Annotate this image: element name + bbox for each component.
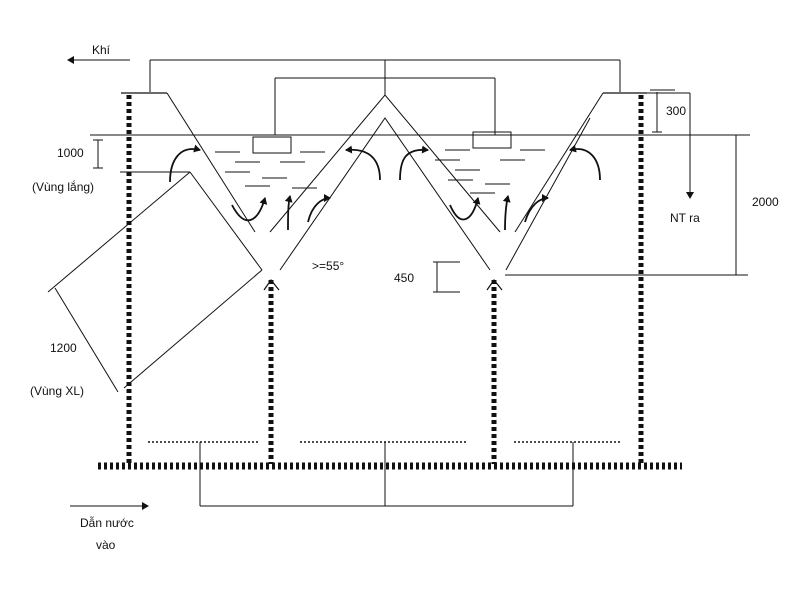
inlet-label-line2: vào xyxy=(96,538,116,552)
dimension-freeboard xyxy=(650,89,675,133)
treatment-zone-value: 1200 xyxy=(50,341,77,355)
gap-value: 450 xyxy=(394,271,414,285)
inlet-piping xyxy=(199,442,574,507)
outlet-label: NT ra xyxy=(670,211,700,225)
baffle-caps xyxy=(263,278,503,291)
weir-right xyxy=(472,131,512,149)
gas-label: Khí xyxy=(92,43,111,57)
freeboard-value: 300 xyxy=(666,104,686,118)
settling-zone-name: (Vùng lắng) xyxy=(32,179,94,194)
dimension-settling-zone xyxy=(93,139,103,169)
angle-label: >=55° xyxy=(312,259,344,273)
outlet-pipe xyxy=(647,92,694,199)
dimension-gap xyxy=(433,261,460,293)
settling-water-left xyxy=(215,151,325,189)
settling-water-right xyxy=(435,149,545,194)
total-height-value: 2000 xyxy=(752,195,779,209)
tank-walls xyxy=(121,92,647,464)
dimension-treatment-zone xyxy=(47,171,263,393)
gas-piping xyxy=(149,59,621,135)
separator-hoods xyxy=(166,92,604,271)
dimension-total-height xyxy=(505,134,748,276)
flow-arrows xyxy=(169,144,601,231)
weir-left xyxy=(252,136,292,154)
settling-zone-value: 1000 xyxy=(57,146,84,160)
treatment-zone-name: (Vùng XL) xyxy=(30,384,84,398)
inlet-label-line1: Dẫn nước xyxy=(80,515,134,530)
